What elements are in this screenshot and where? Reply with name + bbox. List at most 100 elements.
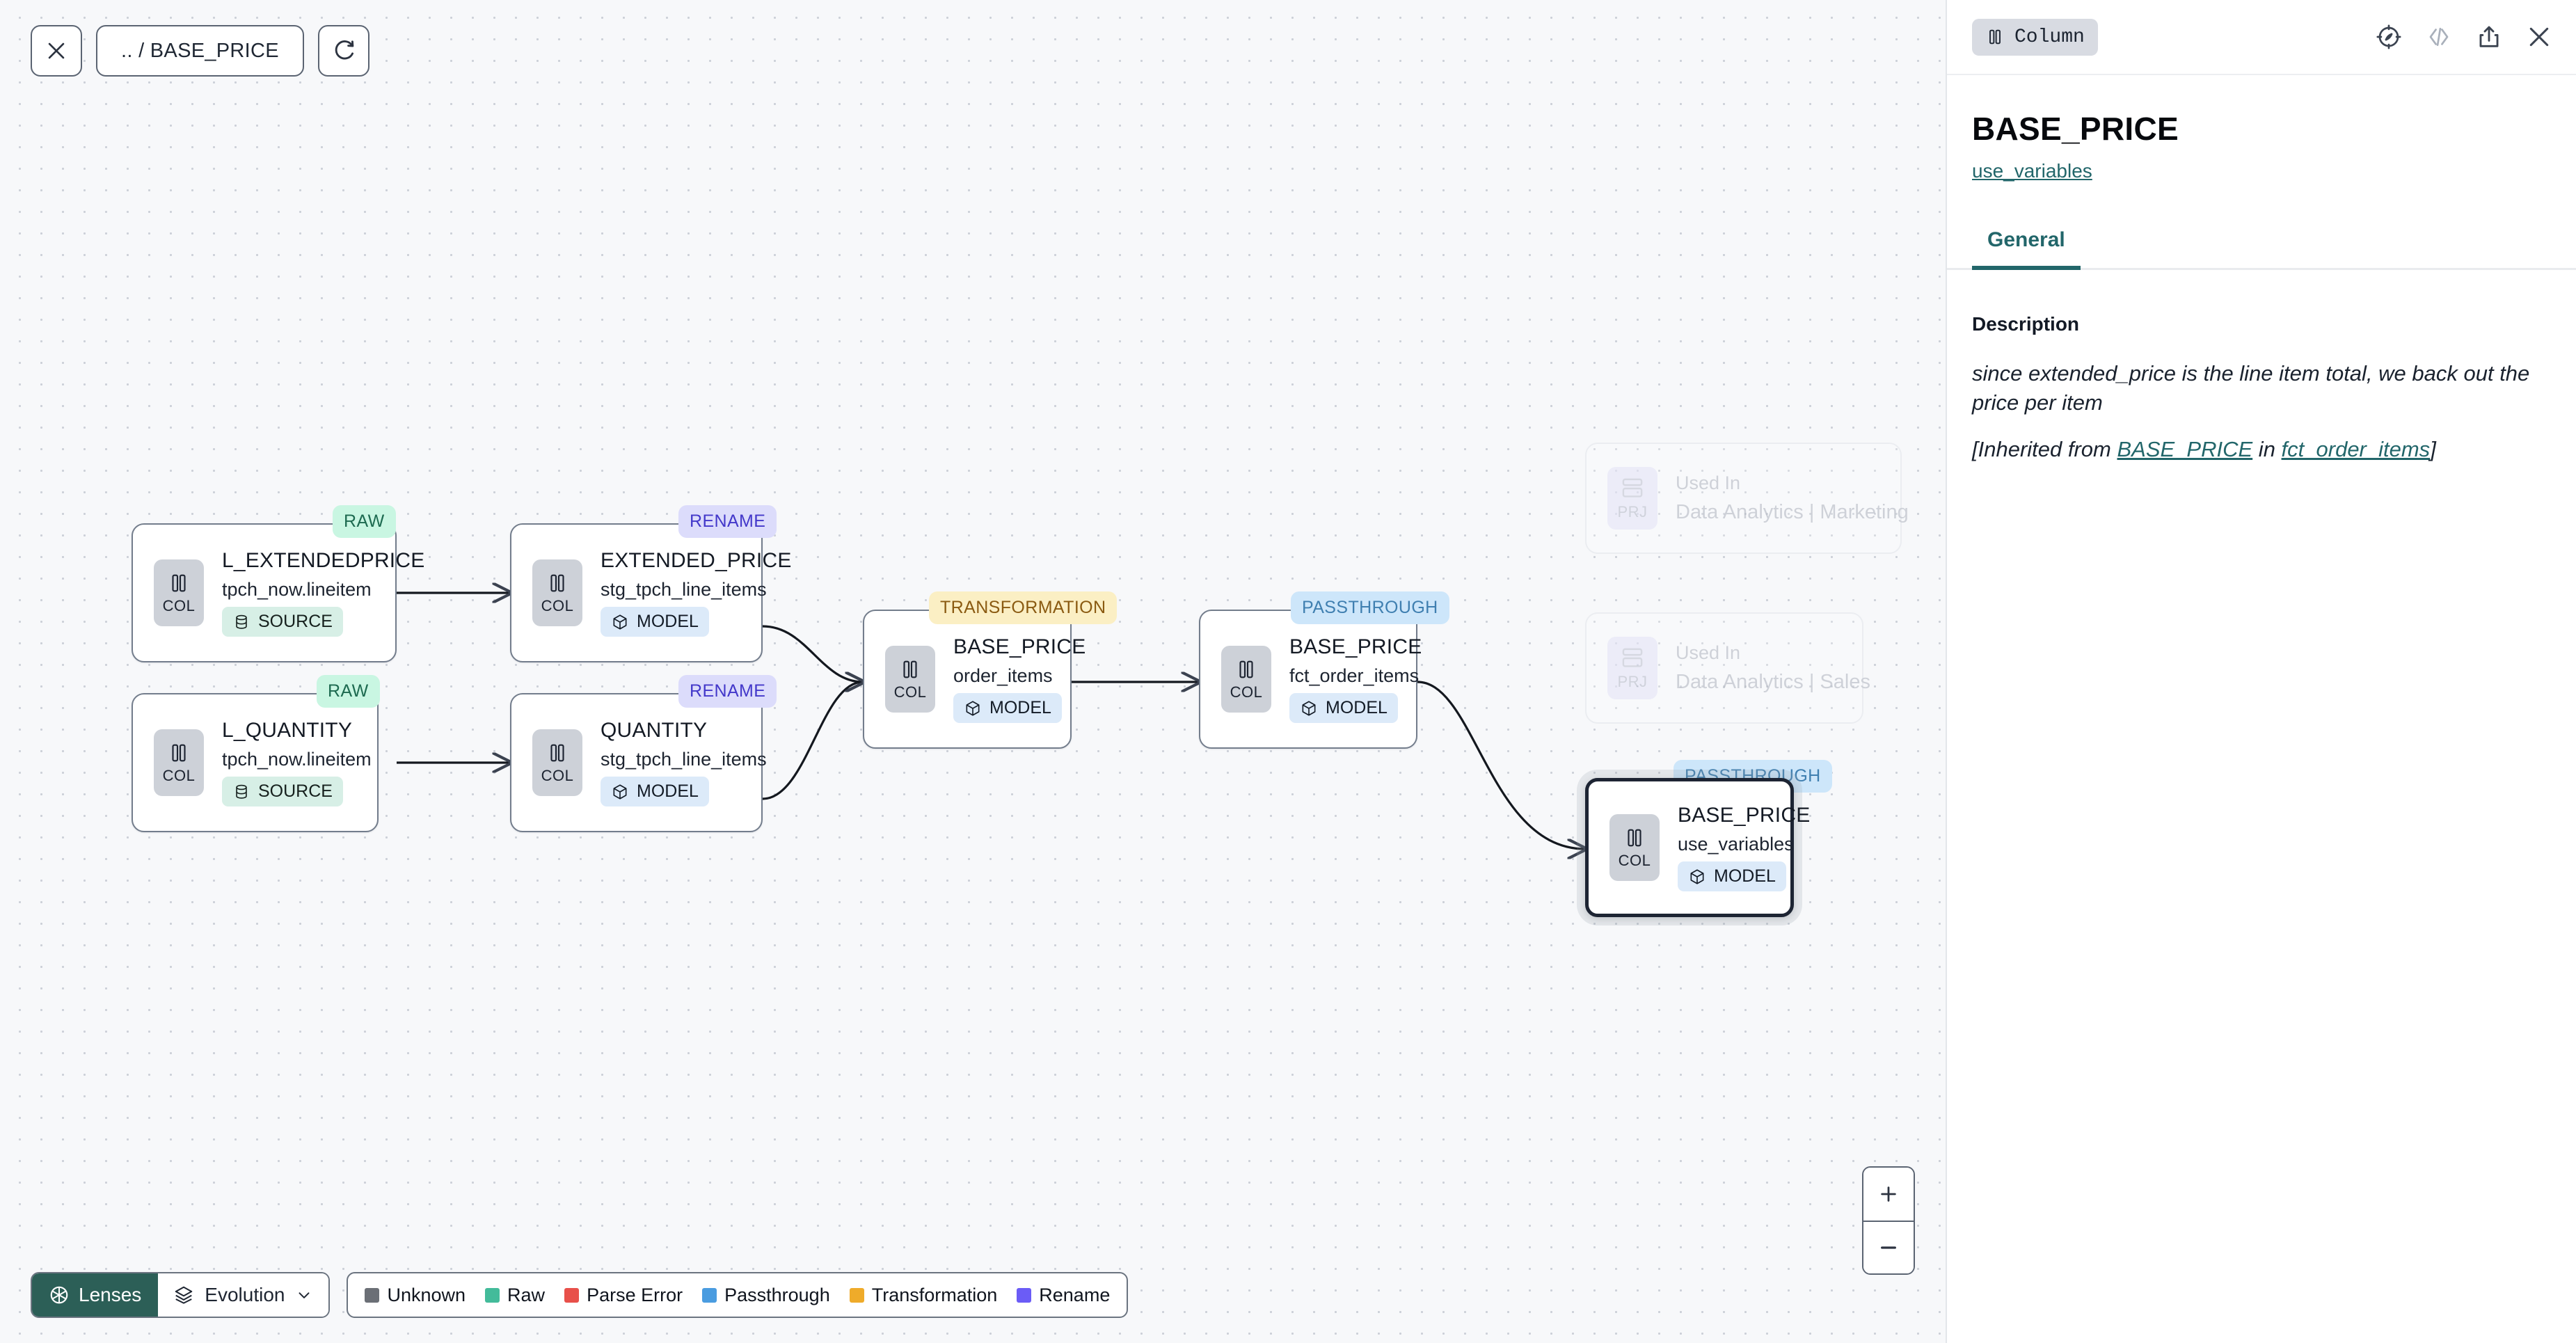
- inherited-column-link[interactable]: BASE_PRICE: [2117, 437, 2253, 462]
- node-type-label: SOURCE: [258, 612, 333, 631]
- cube-icon: [613, 614, 627, 630]
- node-type-chip: SOURCE: [222, 777, 343, 806]
- node-type-label: MODEL: [1326, 698, 1388, 717]
- node-type-chip: MODEL: [1678, 861, 1786, 891]
- cube-icon: [1690, 868, 1704, 884]
- legend-label: Transformation: [871, 1284, 998, 1305]
- inherited-model-link[interactable]: fct_order_items: [2281, 437, 2431, 462]
- compass-icon: [2376, 24, 2401, 49]
- details-panel: Column: [1946, 0, 2576, 1343]
- legend-label: Passthrough: [724, 1284, 830, 1305]
- page-title: BASE_PRICE: [1972, 111, 2179, 147]
- panel-header-actions: [2376, 24, 2552, 50]
- share-button[interactable]: [2476, 24, 2502, 50]
- legend-swatch: [702, 1287, 717, 1303]
- zoom-out-button[interactable]: [1863, 1221, 1914, 1273]
- aperture-icon: [50, 1286, 68, 1304]
- column-icon: [1239, 660, 1253, 678]
- database-icon: [236, 784, 247, 799]
- evolution-label: Evolution: [205, 1284, 285, 1305]
- evolution-dropdown[interactable]: Evolution: [158, 1273, 329, 1317]
- legend-item-rename: Rename: [1017, 1285, 1110, 1306]
- view-code-button[interactable]: [2426, 24, 2452, 50]
- node-subtitle: stg_tpch_line_items: [601, 749, 767, 770]
- node-type-chip: MODEL: [1289, 693, 1398, 723]
- column-icon: [550, 574, 564, 591]
- refresh-icon: [335, 40, 354, 60]
- plus-icon: [1881, 1186, 1896, 1202]
- tab-general[interactable]: General: [1972, 228, 2081, 270]
- graph-node-l-extendedprice[interactable]: COL L_EXTENDEDPRICE tpch_now.lineitem SO…: [132, 523, 424, 662]
- zoom-controls: [1862, 1166, 1915, 1275]
- node-inner: COL BASE_PRICE use_variables MODEL: [1589, 804, 1810, 891]
- description-label: Description: [1972, 313, 2080, 335]
- graph-node-base-price-use-variables[interactable]: COL BASE_PRICE use_variables MODEL: [1585, 778, 1810, 917]
- col-chip-label: COL: [893, 683, 927, 701]
- description-text: since extended_price is the line item to…: [1972, 361, 2530, 415]
- legend-swatch: [1017, 1287, 1032, 1303]
- cube-icon: [966, 700, 980, 716]
- explore-button[interactable]: [2376, 24, 2402, 50]
- node-body: QUANTITY stg_tpch_line_items MODEL: [601, 719, 767, 806]
- prj-chip: PRJ: [1607, 637, 1657, 699]
- ghost-card-used-in-sales[interactable]: PRJ Used In Data Analytics | Sales: [1585, 612, 1870, 724]
- graph-node-base-price-fct-order-items[interactable]: COL BASE_PRICE fct_order_items MODEL: [1199, 610, 1422, 749]
- graph-node-base-price-order-items[interactable]: COL BASE_PRICE order_items MODEL: [863, 610, 1086, 749]
- ghost-card-project-name: Data Analytics | Marketing: [1676, 501, 1909, 523]
- col-chip: COL: [154, 729, 204, 796]
- details-panel-header: Column: [1947, 0, 2576, 75]
- inherited-suffix: ]: [2430, 437, 2436, 462]
- layers-icon: [1622, 648, 1643, 667]
- status-legend: Unknown Raw Parse Error Passthrough Tran…: [347, 1272, 1129, 1318]
- node-type-chip: MODEL: [601, 777, 709, 806]
- layers-icon: [175, 1286, 193, 1304]
- lineage-canvas[interactable]: .. / BASE_PRICE PRJ U: [0, 0, 1946, 1343]
- chevron-down-icon: [299, 1292, 310, 1298]
- node-type-chip: MODEL: [953, 693, 1062, 723]
- legend-swatch: [849, 1287, 864, 1303]
- legend-item-raw: Raw: [485, 1285, 545, 1306]
- canvas-bottom-bar: Lenses Evolution Unkno: [31, 1272, 1129, 1318]
- description-section: Description since extended_price is the …: [1947, 270, 2576, 464]
- node-subtitle: tpch_now.lineitem: [222, 749, 372, 770]
- col-chip: COL: [885, 646, 935, 713]
- legend-swatch: [365, 1287, 380, 1303]
- legend-label: Rename: [1039, 1284, 1111, 1305]
- lenses-label: Lenses: [79, 1284, 142, 1305]
- parent-model-link[interactable]: use_variables: [1972, 160, 2092, 182]
- node-badge-transformation: TRANSFORMATION: [929, 591, 1118, 624]
- zoom-in-button[interactable]: [1863, 1168, 1914, 1221]
- node-inner: COL BASE_PRICE fct_order_items MODEL: [1200, 635, 1422, 723]
- breadcrumb[interactable]: .. / BASE_PRICE: [96, 25, 304, 77]
- col-chip-label: COL: [1618, 851, 1651, 869]
- ghost-card-body: Used In Data Analytics | Sales: [1676, 642, 1870, 694]
- refresh-button[interactable]: [317, 25, 369, 77]
- legend-label: Parse Error: [587, 1284, 683, 1305]
- col-chip: COL: [1609, 814, 1660, 881]
- layers-icon: [1622, 478, 1643, 498]
- cube-icon: [1302, 700, 1316, 716]
- ghost-card-used-in-marketing[interactable]: PRJ Used In Data Analytics | Marketing: [1585, 443, 1909, 554]
- legend-label: Raw: [507, 1284, 546, 1305]
- node-type-label: MODEL: [989, 698, 1051, 717]
- node-type-label: MODEL: [1714, 866, 1776, 886]
- lenses-control-group: Lenses Evolution: [31, 1272, 331, 1318]
- graph-node-quantity[interactable]: COL QUANTITY stg_tpch_line_items MODEL: [510, 693, 767, 832]
- node-inner: COL L_QUANTITY tpch_now.lineitem SOURCE: [133, 719, 377, 806]
- legend-item-transformation: Transformation: [849, 1284, 998, 1306]
- close-graph-button[interactable]: [31, 25, 82, 77]
- node-inner: COL L_EXTENDEDPRICE tpch_now.lineitem SO…: [133, 549, 424, 637]
- column-icon: [903, 660, 917, 678]
- node-title: BASE_PRICE: [1289, 635, 1422, 658]
- inherited-prefix: [Inherited from: [1972, 437, 2117, 462]
- close-panel-button[interactable]: [2526, 24, 2552, 50]
- lenses-button[interactable]: Lenses: [32, 1273, 159, 1317]
- node-badge-raw: RAW: [333, 505, 396, 538]
- node-subtitle: use_variables: [1678, 834, 1794, 855]
- graph-node-extended-price[interactable]: COL EXTENDED_PRICE stg_tpch_line_items M…: [510, 523, 791, 662]
- close-icon: [2529, 27, 2549, 47]
- graph-node-l-quantity[interactable]: COL L_QUANTITY tpch_now.lineitem SOURCE: [132, 693, 379, 832]
- minus-icon: [1881, 1246, 1896, 1249]
- col-chip-label: COL: [541, 766, 574, 784]
- node-type-label: MODEL: [637, 781, 699, 801]
